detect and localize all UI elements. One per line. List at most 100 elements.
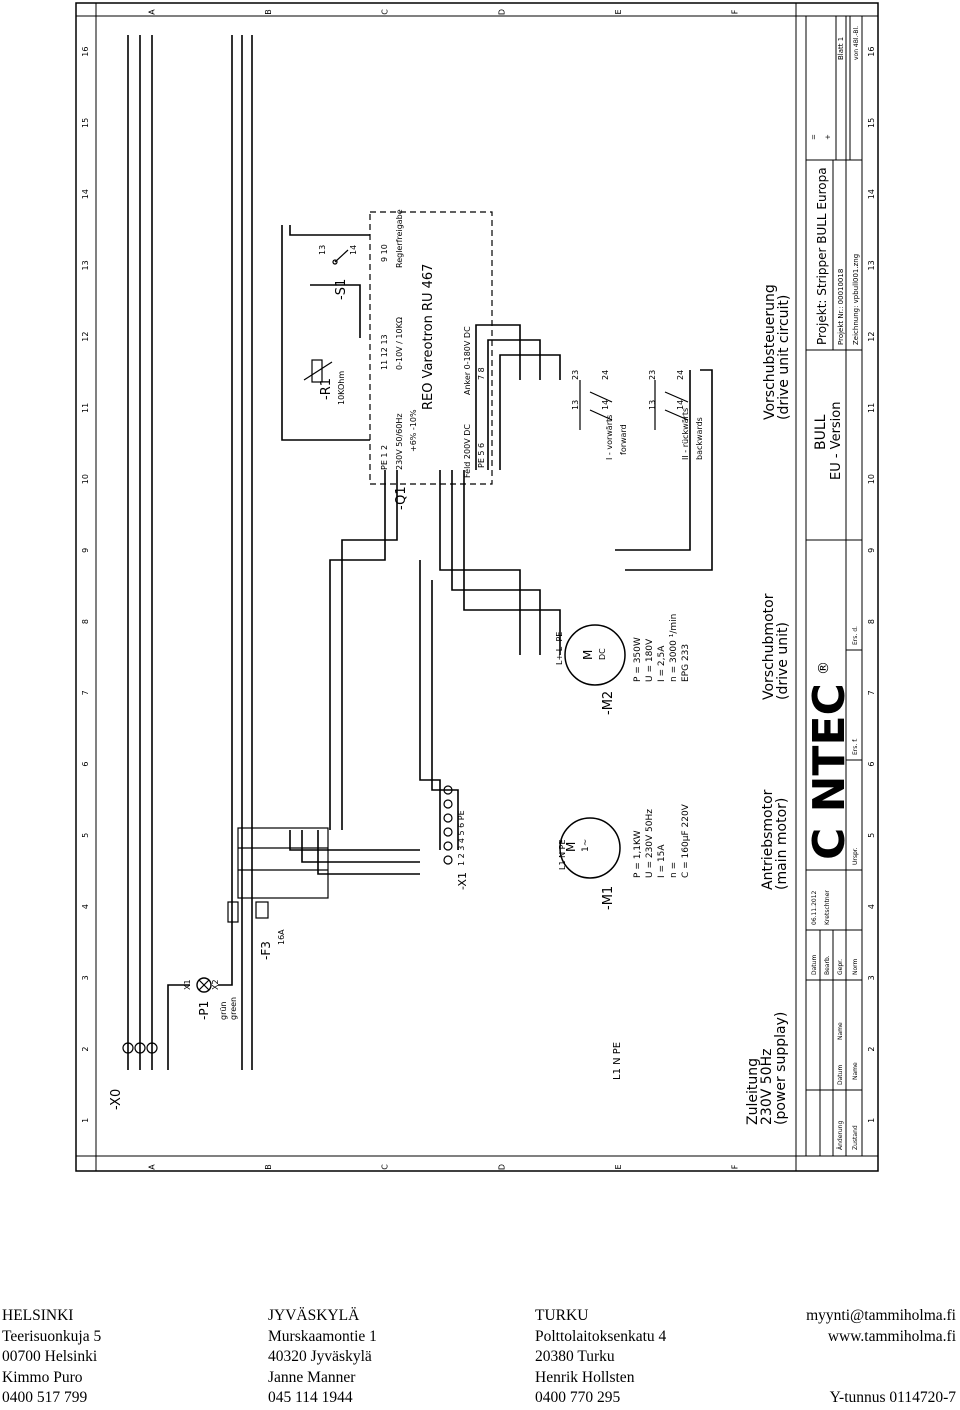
- footer-line: 0400 517 799: [2, 1389, 88, 1406]
- column-label: 7: [81, 690, 90, 695]
- tb-drawing: Zeichnung: vpbull001.zng: [852, 254, 860, 345]
- switch-terminal: 24: [601, 370, 610, 380]
- column-label: 10: [867, 474, 876, 484]
- footer-col-helsinki: HELSINKI Teerisuonkuja 5 00700 Helsinki …: [2, 1306, 101, 1409]
- footer-line: Teerisuonkuja 5: [2, 1327, 102, 1345]
- q1-controller-box: [369, 211, 493, 485]
- column-label: 2: [867, 1047, 876, 1052]
- q1-armature: Anker 0-180V DC: [463, 326, 472, 395]
- row-label: C: [381, 9, 390, 15]
- r1-tag: -R1: [319, 378, 334, 400]
- footer-line: Polttolaitoksenkatu 4: [535, 1327, 667, 1345]
- footer-line: Janne Manner: [268, 1368, 356, 1386]
- column-label: 5: [81, 833, 90, 838]
- m2-terms: L+ L- PE: [555, 632, 564, 665]
- row-label: B: [264, 1164, 273, 1170]
- footer-line: 00700 Helsinki: [2, 1348, 98, 1365]
- footer-line: 40320 Jyväskylä: [268, 1348, 372, 1365]
- tb-label: Name: [852, 1062, 859, 1080]
- column-label: 16: [867, 47, 876, 57]
- row-label: F: [731, 9, 740, 14]
- f3-rating: 16A: [277, 929, 286, 945]
- tb-project-nr: Projekt Nr.: 00010018: [837, 269, 845, 345]
- column-label: 9: [867, 548, 876, 553]
- tb-label: Änderung: [837, 1121, 844, 1150]
- q1-armature-terms: 7 8: [477, 367, 486, 380]
- tb-label: Ers. f.: [852, 738, 859, 755]
- footer-line: Y-tunnus 0114720-7: [829, 1389, 956, 1406]
- m1-label: M: [564, 842, 578, 852]
- column-label: 2: [81, 1047, 90, 1052]
- tb-label: Datum: [811, 955, 818, 975]
- row-label: D: [497, 9, 506, 15]
- switch-terminal: 23: [571, 370, 580, 380]
- row-label: A: [147, 1164, 156, 1170]
- tb-label: Name: [837, 1022, 844, 1040]
- p1-terminal: X2: [211, 979, 220, 990]
- m1-spec: P = 1,1KW: [633, 830, 643, 878]
- r1-value: 10KOhm: [337, 371, 346, 405]
- m2-label: M: [581, 650, 595, 660]
- tb-label: Gepr.: [837, 959, 844, 975]
- tb-plus: +: [824, 134, 832, 140]
- section-title-control: Vorschubsteuerung: [762, 284, 778, 420]
- q1-terminals: PE 1 2: [380, 445, 389, 470]
- drive-motor-icon: [564, 624, 626, 686]
- tb-sheet: Blatt 1: [837, 37, 845, 60]
- q1-reference: 0-10V / 10KΩ: [395, 317, 404, 370]
- footer-line: [806, 1347, 956, 1368]
- switch-label: I - vorwärts: [605, 415, 614, 460]
- footer-line: [806, 1368, 956, 1389]
- m2-type: DC: [598, 648, 607, 660]
- column-label: 8: [867, 619, 876, 624]
- section-title-drive: Vorschubmotor: [761, 593, 777, 700]
- q1-field: Feld 200V DC: [463, 424, 472, 478]
- q1-terminals: 9 10: [380, 244, 389, 262]
- column-label: 15: [867, 118, 876, 128]
- column-label: 10: [81, 474, 90, 484]
- row-label: C: [381, 1164, 390, 1170]
- website-link[interactable]: www.tammiholma.fi: [827, 1327, 956, 1345]
- column-label: 6: [867, 762, 876, 767]
- column-label: 11: [81, 403, 90, 413]
- q1-tag: -Q1: [394, 486, 409, 510]
- s1-tag: -S1: [334, 279, 349, 300]
- switch-terminal: 13: [571, 400, 580, 410]
- column-label: 4: [81, 904, 90, 909]
- potentiometer-icon: [303, 359, 333, 383]
- contact-footer: HELSINKI Teerisuonkuja 5 00700 Helsinki …: [0, 1306, 960, 1410]
- tb-project: Projekt: Stripper BULL Europa: [815, 167, 829, 345]
- m2-tag: -M2: [601, 691, 616, 715]
- column-label: 7: [867, 690, 876, 695]
- footer-line: 045 114 1944: [268, 1389, 353, 1406]
- footer-col-contact: myynti@tammiholma.fi www.tammiholma.fi Y…: [806, 1306, 956, 1409]
- lamp-icon: [196, 977, 212, 993]
- tb-sheet-of: von 4Bl.-Bl.: [853, 26, 860, 60]
- p1-tag: -P1: [197, 1001, 211, 1020]
- column-label: 11: [867, 403, 876, 413]
- column-label: 13: [867, 260, 876, 270]
- m1-spec: I = 15A: [657, 844, 667, 878]
- m1-tag: -M1: [601, 886, 616, 910]
- outer-frame: [75, 2, 879, 1172]
- section-title-main: (main motor): [774, 798, 790, 890]
- tb-product: BULL: [813, 414, 829, 450]
- m2-spec: I = 2,5A: [657, 645, 667, 682]
- column-label: 1: [867, 1118, 876, 1123]
- m1-phase: 1~: [581, 839, 591, 852]
- switch-label: II - rückwärts: [681, 408, 690, 460]
- email-link[interactable]: myynti@tammiholma.fi: [806, 1307, 956, 1324]
- m2-spec: n = 3000 ¹/min: [669, 614, 679, 682]
- m2-spec: EPG 233: [681, 644, 691, 682]
- tb-label: Zustand: [852, 1125, 859, 1150]
- x0-terms: L1 N PE: [612, 1042, 623, 1080]
- q1-model: REO Vareotron RU 467: [421, 264, 436, 410]
- p1-color: green: [229, 997, 238, 1020]
- footer-line: 0400 770 295: [535, 1389, 621, 1406]
- q1-setpoint: Reglerfreigabe: [395, 209, 404, 268]
- tb-label: Bearb.: [824, 955, 831, 975]
- tb-value: Kretschtner: [824, 890, 831, 925]
